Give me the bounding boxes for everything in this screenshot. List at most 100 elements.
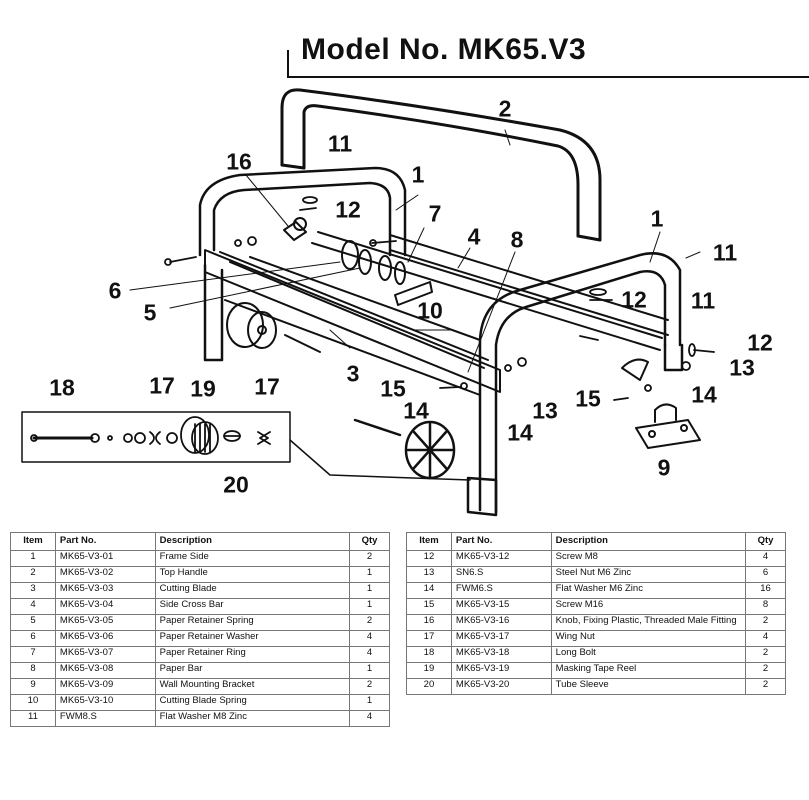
top-handle: [280, 88, 602, 242]
cell-item: 9: [10, 678, 56, 695]
callout-16: 16: [226, 148, 252, 175]
header-item: Item: [406, 532, 452, 551]
leader-lines: [129, 129, 701, 373]
cell-item: 17: [406, 630, 452, 647]
cell-qty: 1: [349, 566, 390, 583]
cell-part-no: MK65-V3-03: [54, 582, 156, 599]
cell-description: Flat Washer M8 Zinc: [154, 710, 351, 727]
header-description: Description: [154, 532, 351, 551]
cell-item: 1: [10, 550, 56, 567]
callout-12c: 12: [747, 329, 773, 356]
cell-part-no: MK65-V3-02: [54, 566, 156, 583]
callout-9: 9: [657, 454, 671, 481]
cell-qty: 6: [745, 566, 786, 583]
header-qty: Qty: [349, 532, 390, 551]
cell-item: 19: [406, 662, 452, 679]
cell-description: Side Cross Bar: [154, 598, 351, 615]
reel-right: [353, 418, 456, 480]
callout-3: 3: [346, 360, 360, 387]
cell-item: 14: [406, 582, 452, 599]
cell-part-no: MK65-V3-08: [54, 662, 156, 679]
cell-part-no: MK65-V3-15: [450, 598, 552, 615]
cell-description: Wall Mounting Bracket: [154, 678, 351, 695]
cell-description: Paper Bar: [154, 662, 351, 679]
callout-13b: 13: [729, 354, 755, 381]
cell-part-no: MK65-V3-06: [54, 630, 156, 647]
cell-item: 2: [10, 566, 56, 583]
callout-14a: 14: [403, 397, 429, 424]
model-number-box: Model No. MK65.V3: [287, 33, 809, 78]
cell-description: Cutting Blade Spring: [154, 694, 351, 711]
cell-part-no: MK65-V3-17: [450, 630, 552, 647]
cell-part-no: MK65-V3-01: [54, 550, 156, 567]
cell-qty: 2: [745, 662, 786, 679]
header-item: Item: [10, 532, 56, 551]
callout-4: 4: [467, 223, 481, 250]
cell-part-no: MK65-V3-07: [54, 646, 156, 663]
inset-parts: [30, 416, 271, 455]
reel-left: [226, 302, 321, 353]
header-part-no: Part No.: [450, 532, 552, 551]
callout-13a: 13: [532, 397, 558, 424]
callout-14b: 14: [507, 419, 533, 446]
callout-17b: 17: [254, 373, 280, 400]
cell-description: Paper Retainer Washer: [154, 630, 351, 647]
cell-qty: 2: [745, 614, 786, 631]
cell-part-no: MK65-V3-16: [450, 614, 552, 631]
cell-qty: 4: [745, 630, 786, 647]
callout-15b: 15: [575, 385, 601, 412]
cell-description: Masking Tape Reel: [550, 662, 747, 679]
callout-7: 7: [428, 200, 442, 227]
cell-part-no: MK65-V3-18: [450, 646, 552, 663]
cell-qty: 2: [745, 678, 786, 695]
cell-part-no: MK65-V3-19: [450, 662, 552, 679]
callout-14c: 14: [691, 381, 717, 408]
cell-qty: 4: [349, 630, 390, 647]
callout-5: 5: [143, 299, 157, 326]
table-header-row: Item Part No. Description Qty: [10, 532, 390, 551]
callout-6: 6: [108, 277, 122, 304]
callout-11b: 11: [712, 239, 738, 266]
cell-item: 15: [406, 598, 452, 615]
callout-11a: 11: [327, 130, 353, 157]
cell-qty: 2: [349, 614, 390, 631]
cell-qty: 4: [349, 710, 390, 727]
cell-description: Top Handle: [154, 566, 351, 583]
cutting-blade: [219, 251, 489, 369]
cell-item: 3: [10, 582, 56, 599]
cell-part-no: MK65-V3-09: [54, 678, 156, 695]
cell-part-no: MK65-V3-05: [54, 614, 156, 631]
cell-description: Long Bolt: [550, 646, 747, 663]
fasteners: [164, 196, 715, 401]
callout-10: 10: [417, 297, 443, 324]
cell-item: 8: [10, 662, 56, 679]
callout-12b: 12: [621, 286, 647, 313]
cell-description: Paper Retainer Spring: [154, 614, 351, 631]
cell-item: 7: [10, 646, 56, 663]
cell-qty: 16: [745, 582, 786, 599]
cell-description: Screw M8: [550, 550, 747, 567]
model-number: Model No. MK65.V3: [301, 33, 587, 66]
cell-item: 20: [406, 678, 452, 695]
paper-bar: [311, 231, 663, 351]
cell-description: Knob, Fixing Plastic, Threaded Male Fitt…: [550, 614, 747, 631]
wall-mounting-bracket: [635, 403, 701, 449]
cell-qty: 1: [349, 662, 390, 679]
callout-19: 19: [190, 375, 216, 402]
cell-item: 5: [10, 614, 56, 631]
